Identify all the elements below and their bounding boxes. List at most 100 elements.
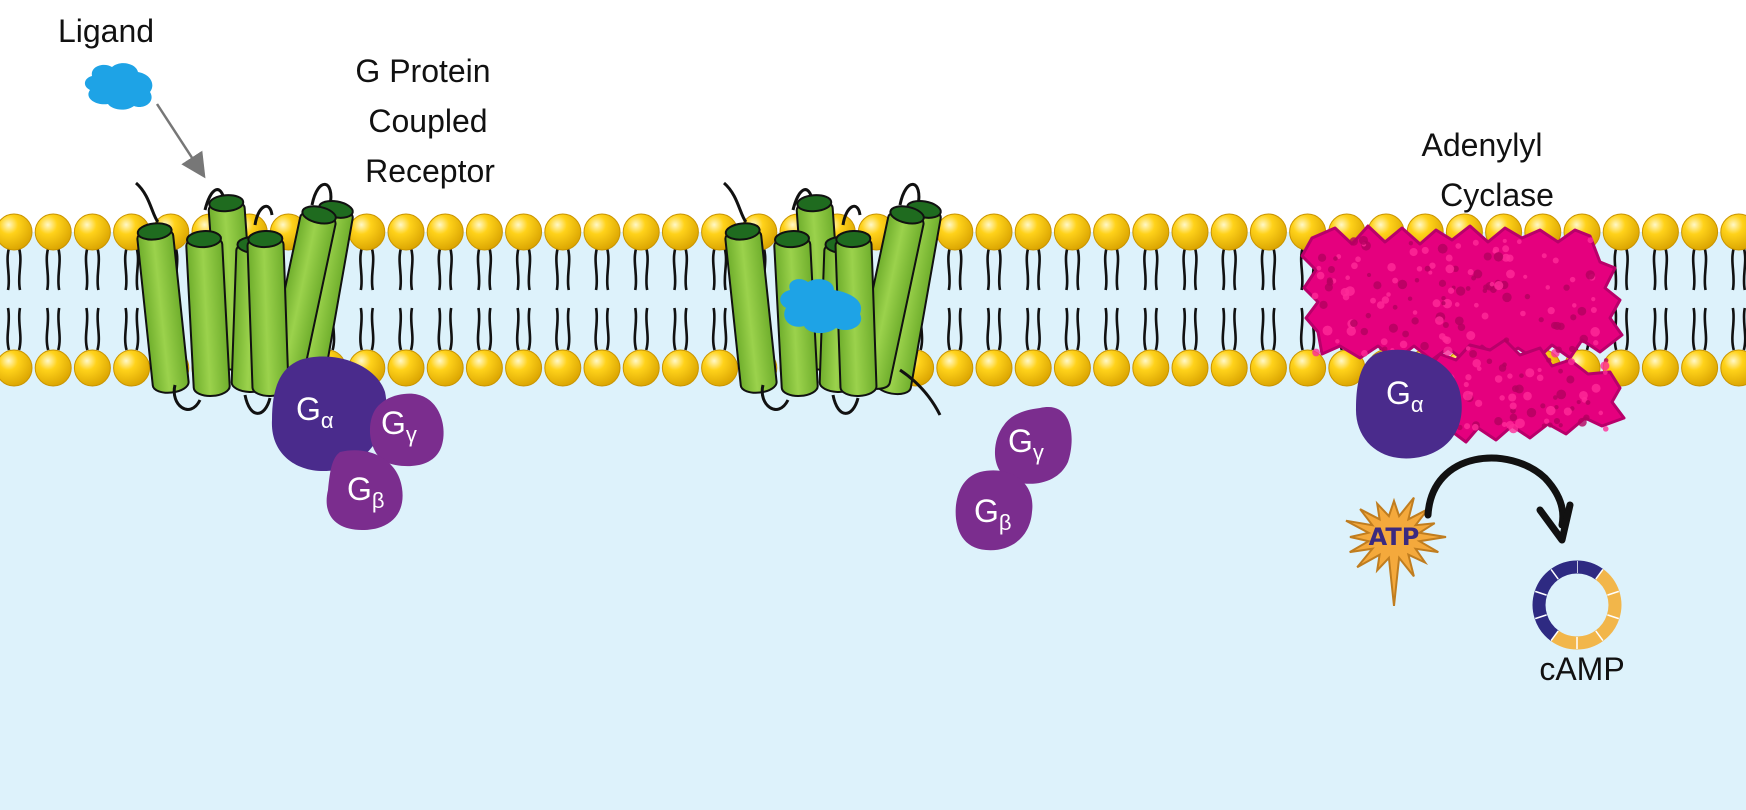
cyclase-texture-dot (1553, 321, 1562, 330)
cyclase-texture-dot (1407, 296, 1413, 301)
cyclase-texture-dot (1483, 252, 1492, 261)
ligand-icon (84, 63, 153, 110)
cyclase-texture-dot (1523, 391, 1532, 401)
camp-ring-segment (1595, 569, 1620, 596)
lipid-tail (448, 247, 453, 291)
cyclase-texture-dot (1411, 317, 1419, 325)
lipid-tail (1272, 247, 1277, 291)
lipid-tail (1664, 247, 1669, 291)
cyclase-texture-dot (1538, 317, 1544, 323)
cyclase-texture-dot (1424, 265, 1431, 272)
cyclase-texture-dot (1416, 266, 1423, 272)
lipid-tail (1064, 247, 1069, 291)
cyclase-texture-dot (1509, 402, 1517, 410)
cyclase-texture-dot (1510, 407, 1516, 414)
lipid-tail (1742, 307, 1746, 351)
cyclase-texture-dot (1370, 297, 1376, 304)
cyclase-texture-dot (1360, 327, 1369, 336)
cyclase-texture-dot (1466, 331, 1476, 341)
camp-ring-segment (1534, 614, 1559, 641)
g-gamma-subunit (994, 406, 1072, 484)
receptor-loop (172, 384, 202, 411)
lipid-head (505, 349, 543, 387)
lipid-tail (45, 307, 50, 351)
camp-ring-divider (1595, 630, 1604, 642)
lipid-tail (672, 307, 677, 351)
lipid-tail (672, 247, 677, 291)
gpcr-label-line1: G Protein (355, 53, 490, 89)
lipid-tail (1103, 307, 1108, 351)
lipid-head (387, 349, 425, 387)
lipid-head (1093, 213, 1131, 251)
camp-ring-divider (1550, 568, 1559, 580)
cyclase-texture-dot (1602, 426, 1609, 432)
cyclase-texture-dot (1540, 403, 1546, 409)
lipid-tail (555, 247, 560, 291)
lipid-tail (1036, 247, 1041, 291)
cyclase-texture-dot (1397, 279, 1408, 290)
cyclase-texture-dot (1502, 245, 1510, 253)
lipid-head (975, 349, 1013, 387)
cyclase-texture-dot (1558, 423, 1563, 428)
cyclase-texture-dot (1526, 407, 1537, 418)
lipid-tail (1143, 247, 1148, 291)
lipid-tail (684, 307, 689, 351)
lipid-tail (96, 307, 101, 351)
cyclase-texture-dot (1494, 375, 1503, 383)
lipid-tail (527, 307, 532, 351)
lipid-head (426, 213, 464, 251)
cyclase-texture-dot (1552, 257, 1559, 264)
cyclase-texture-dot (1349, 237, 1359, 246)
reaction-arrow (1424, 454, 1567, 529)
lipid-head (583, 213, 621, 251)
cyclase-texture-dot (1467, 269, 1474, 276)
camp-ring-divider (1534, 590, 1547, 596)
lipid-head (1014, 349, 1052, 387)
lipid-tail (1703, 247, 1708, 291)
cyclase-texture-dot (1428, 270, 1433, 275)
cyclase-texture-dot (1447, 287, 1455, 294)
g-alpha-label: Gα (296, 391, 334, 433)
cyclase-texture-dot (1317, 253, 1327, 262)
cyclase-texture-dot (1316, 265, 1322, 271)
cyclase-texture-dot (1366, 272, 1372, 278)
bound-ligand-icon (780, 279, 862, 334)
cyclase-texture-dot (1546, 357, 1552, 363)
cyclase-texture-dot (1463, 381, 1469, 388)
lipid-head (622, 349, 660, 387)
lipid-head (1093, 349, 1131, 387)
lipid-head (1053, 349, 1091, 387)
free-g-beta-label: Gβ (974, 493, 1012, 535)
g-beta-subunit (955, 470, 1033, 551)
helix-cap (247, 230, 284, 249)
lipid-tail (527, 247, 532, 291)
camp-ring-divider (1595, 568, 1604, 580)
cyclase-texture-dot (1472, 239, 1479, 246)
cyclase-texture-dot (1547, 307, 1555, 315)
g-alpha-subunit-active (1355, 349, 1462, 459)
lipid-tail (566, 307, 571, 351)
camp-ring-icon (1532, 560, 1622, 650)
atp-starburst-icon (1345, 496, 1447, 607)
lipid-tail (1182, 307, 1187, 351)
lipid-tail (644, 247, 649, 291)
cyclase-texture-dot (1445, 264, 1455, 274)
cyclase-texture-dot (1462, 390, 1473, 401)
helix-cap (724, 222, 761, 241)
lipid-tail (1652, 307, 1657, 351)
cyclase-texture-dot (1319, 300, 1328, 309)
gpcr-label-line3: Receptor (365, 153, 495, 189)
cyclase-texture-dot (1503, 337, 1510, 343)
lipid-head (1681, 349, 1719, 387)
cyclase-texture-dot (1350, 319, 1358, 328)
lipid-head (544, 349, 582, 387)
lipid-head (661, 213, 699, 251)
cyclase-texture-dot (1412, 310, 1418, 315)
cyclase-texture-dot (1442, 298, 1453, 309)
cyclase-texture-dot (1472, 358, 1482, 368)
cyclase-texture-dot (1414, 278, 1420, 283)
lipid-head (34, 349, 72, 387)
lipid-head (1132, 349, 1170, 387)
cyclase-texture-dot (1386, 292, 1391, 297)
cyclase-texture-dot (1591, 383, 1601, 393)
